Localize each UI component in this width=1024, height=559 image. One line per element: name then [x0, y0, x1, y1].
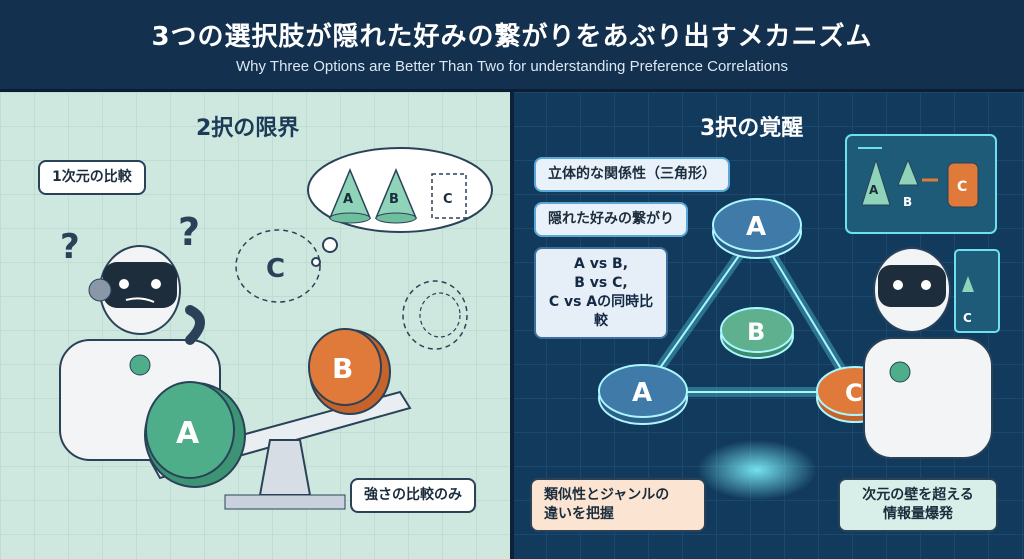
- svg-text:A: A: [176, 416, 200, 451]
- cylinder-c-icon: [431, 173, 467, 219]
- ghost-c-outline: C: [235, 229, 468, 350]
- hologram-screen: A B C: [845, 134, 997, 234]
- svg-text:B: B: [332, 352, 353, 385]
- svg-text:C: C: [957, 179, 967, 195]
- hidden-link-label: 隠れた好みの繋がり: [534, 202, 688, 237]
- thought-bubble: A B C: [307, 147, 493, 267]
- svg-text:A: A: [869, 183, 879, 197]
- hologram-screen-small: C: [954, 249, 1000, 333]
- node-mid-b: B: [720, 307, 794, 359]
- svg-text:B: B: [747, 318, 765, 346]
- question-mark-icon: ?: [60, 227, 80, 267]
- strength-only-label: 強さの比較のみ: [350, 478, 476, 513]
- robot-awakened: [863, 247, 993, 459]
- left-panel-title: 2択の限界: [196, 116, 300, 141]
- thought-letter-c: C: [443, 192, 453, 207]
- one-dim-label: 1次元の比較: [38, 160, 146, 195]
- svg-text:B: B: [903, 195, 912, 209]
- node-top-a: A: [712, 198, 802, 259]
- panel-divider: [510, 92, 514, 559]
- svg-text:A: A: [746, 212, 766, 242]
- genre-diff-label: 類似性とジャンルの 違いを把握: [530, 478, 706, 532]
- header-bar: 3つの選択肢が隠れた好みの繋がりをあぶり出すメカニズム Why Three Op…: [0, 0, 1024, 92]
- main-title: 3つの選択肢が隠れた好みの繋がりをあぶり出すメカニズム: [151, 22, 873, 52]
- subtitle: Why Three Options are Better Than Two fo…: [236, 58, 788, 75]
- triangle-beams: [638, 227, 860, 500]
- question-mark-icon: ?: [178, 210, 200, 254]
- simultaneous-compare-label: A vs B, B vs C, C vs Aの同時比較: [534, 247, 668, 339]
- disc-b: B: [308, 328, 391, 415]
- cone-a-icon: [861, 158, 891, 206]
- thought-letter-a: A: [343, 192, 353, 207]
- node-left-a: A: [598, 364, 688, 425]
- svg-text:C: C: [845, 379, 863, 407]
- svg-text:C: C: [963, 311, 972, 325]
- triangle-relation-label: 立体的な関係性（三角形）: [534, 157, 730, 192]
- right-panel-title: 3択の覚醒: [700, 116, 804, 141]
- disc-a: A: [144, 381, 246, 488]
- svg-text:A: A: [632, 378, 652, 408]
- thought-letter-b: B: [389, 192, 399, 207]
- info-explosion-label: 次元の壁を超える 情報量爆発: [838, 478, 998, 532]
- svg-text:C: C: [266, 254, 285, 284]
- cylinder-c-icon: [947, 162, 979, 208]
